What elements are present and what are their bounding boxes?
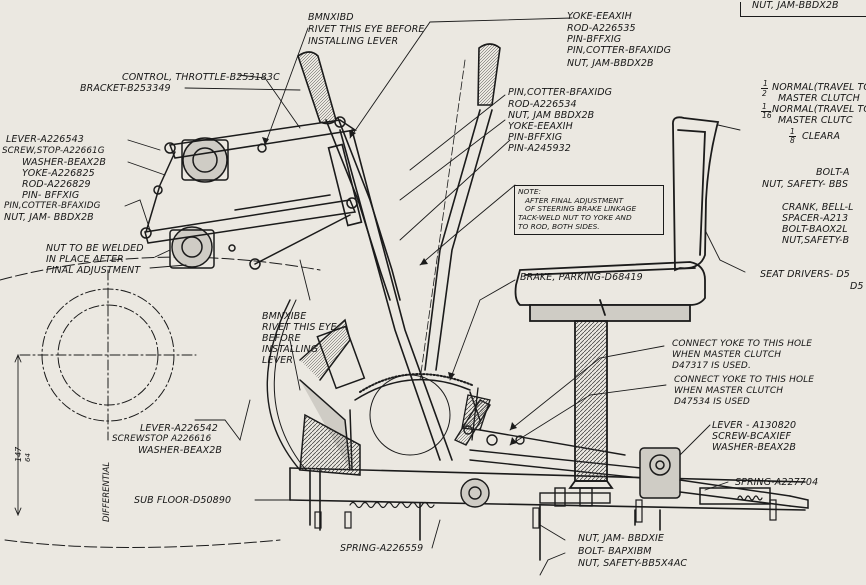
label-nut-weld-2: IN PLACE AFTER <box>46 254 124 265</box>
note-line-2: OF STEERING BRAKE LINKAGE <box>525 204 637 213</box>
label-installing: INSTALLING <box>262 344 319 355</box>
label-bolt-bao: BOLT-BAOX2L <box>782 224 848 235</box>
frac-8: 8 <box>790 136 795 145</box>
label-bolt-right: BOLT-A <box>816 167 850 178</box>
label-nut-jam-corner: NUT, JAM-BBDX2B <box>752 0 839 11</box>
label-nut-jam-top: NUT, JAM-BBDX2B <box>567 58 654 69</box>
frac-1b: 1 <box>762 102 767 111</box>
label-nut-safety-right: NUT, SAFETY- BBS <box>762 179 849 190</box>
label-connect-1c: D47317 IS USED. <box>672 361 751 371</box>
throttle-handle <box>297 51 453 461</box>
label-pin-top: PIN-BFFXIG <box>567 34 622 45</box>
frac-bar <box>761 88 768 89</box>
label-dim-64: 64 <box>24 453 32 462</box>
label-connect-1b: WHEN MASTER CLUTCH <box>672 350 782 360</box>
sub-floor-plate <box>289 467 806 561</box>
note-line-1: AFTER FINAL ADJUSTMENT <box>525 196 624 205</box>
label-brake-parking: BRAKE, PARKING-D68419 <box>520 272 643 283</box>
label-nut-weld-1: NUT TO BE WELDED <box>46 243 144 254</box>
label-differential: DIFFERENTIAL <box>102 461 112 522</box>
label-nut-jam-mid: NUT, JAM BBDX2B <box>508 110 595 121</box>
driver-seat <box>514 116 720 489</box>
label-control-throttle: CONTROL, THROTTLE-B253183C <box>122 72 280 83</box>
label-seat-drivers: SEAT DRIVERS- D5 <box>760 269 850 280</box>
label-normal-2a: NORMAL(TRAVEL TO <box>772 104 866 115</box>
label-yoke-top: YOKE-EEAXIH <box>567 11 632 22</box>
label-washer-bottom: WASHER-BEAX2B <box>138 445 223 456</box>
label-nut-safety-b: NUT,SAFETY-B <box>782 235 850 246</box>
note-box: NOTE: AFTER FINAL ADJUSTMENT OF STEERING… <box>514 185 664 235</box>
lever-housing <box>639 447 809 509</box>
frac-16: 16 <box>762 111 772 120</box>
leader-lines <box>124 17 746 576</box>
label-lever-word: LEVER <box>262 355 293 366</box>
label-spring-right: SPRING-A227704 <box>735 477 819 488</box>
note-title: NOTE: <box>518 187 542 196</box>
label-screw-right: SCREW-BCAXIEF <box>712 431 792 442</box>
label-connect-2a: CONNECT YOKE TO THIS HOLE <box>674 375 815 385</box>
label-rod-mid: ROD-A226534 <box>508 99 577 110</box>
label-pin-mid2: PIN-A245932 <box>508 143 571 154</box>
label-yoke-left: YOKE-A226825 <box>22 168 95 179</box>
label-connect-1a: CONNECT YOKE TO THIS HOLE <box>672 339 813 349</box>
label-spacer: SPACER-A213 <box>782 213 849 224</box>
label-spring-bottom: SPRING-A226559 <box>340 543 424 554</box>
label-pin-cotter-left: PIN,COTTER-BFAXIDG <box>4 201 101 211</box>
label-bracket: BRACKET-B253349 <box>80 83 171 94</box>
label-normal-1a: NORMAL(TRAVEL TO <box>772 82 866 93</box>
frac-1c: 1 <box>790 127 795 136</box>
label-dim-147: 147 <box>14 446 23 462</box>
label-nut-safety-bottom: NUT, SAFETY-BB5X4AC <box>578 558 688 569</box>
note-line-4: TO ROD, BOTH SIDES. <box>518 222 600 231</box>
label-before: BEFORE <box>262 333 301 344</box>
label-screw-stop-bottom: SCREWSTOP A226616 <box>112 434 212 444</box>
throttle-linkage <box>140 116 358 270</box>
label-washer-left: WASHER-BEAX2B <box>22 157 107 168</box>
brake-quadrant <box>299 318 481 476</box>
label-bolt-bottom: BOLT- BAPXIBM <box>578 546 652 557</box>
label-bmnx1bd: BMNXIBD <box>308 12 354 23</box>
label-crank-bell: CRANK, BELL-L <box>782 202 854 213</box>
label-screw-stop-left: SCREW,STOP-A22661G <box>2 146 105 156</box>
label-connect-2b: WHEN MASTER CLUTCH <box>674 386 784 396</box>
label-rod-top: ROD-A226535 <box>567 23 636 34</box>
label-lever-right: LEVER - A130820 <box>712 420 797 431</box>
label-lever-left: LEVER-A226543 <box>6 134 84 145</box>
label-normal-1b: MASTER CLUTCH <box>778 93 860 104</box>
label-sub-floor: SUB FLOOR-D50890 <box>134 495 232 506</box>
frac-2: 2 <box>762 89 767 98</box>
label-pin-mid: PIN-BFFXIG <box>508 132 563 143</box>
frac-bar-3 <box>789 136 796 137</box>
frac-bar-2 <box>761 111 771 112</box>
label-pin-cotter-mid: PIN,COTTER-BFAXIDG <box>508 87 613 98</box>
label-normal-2b: MASTER CLUTC <box>778 115 853 126</box>
label-nut-weld-3: FINAL ADJUSTMENT <box>46 265 141 276</box>
label-nut-jam-bottom: NUT, JAM- BBDXIE <box>578 533 664 544</box>
label-rivet-top: RIVET THIS EYE BEFORE <box>308 24 425 35</box>
frac-1: 1 <box>763 79 768 88</box>
label-rod-left: ROD-A226829 <box>22 179 91 190</box>
note-line-3: TACK-WELD NUT TO YOKE AND <box>518 213 632 222</box>
label-rivet-eye: RIVET THIS EYE <box>262 322 337 333</box>
label-washer-right: WASHER-BEAX2B <box>712 442 797 453</box>
brake-lever <box>419 43 501 381</box>
label-pin-cotter-top: PIN,COTTER-BFAXIDG <box>567 45 672 56</box>
label-seat-drivers-2: D5 <box>850 281 864 292</box>
label-yoke-mid: YOKE-EEAXIH <box>508 121 573 132</box>
label-connect-2c: D47534 IS USED <box>674 397 750 407</box>
label-bmnx1be: BMNXIBE <box>262 311 307 322</box>
label-nut-jam-left: NUT, JAM- BBDX2B <box>4 212 94 223</box>
differential-circle <box>19 269 197 441</box>
label-clearance: CLEARA <box>802 131 841 142</box>
label-pin-left: PIN- BFFXIG <box>22 190 80 201</box>
label-lever-bottom-left: LEVER-A226542 <box>140 423 218 434</box>
label-box-corner <box>740 2 866 17</box>
label-installing-top: INSTALLING LEVER <box>308 36 399 47</box>
